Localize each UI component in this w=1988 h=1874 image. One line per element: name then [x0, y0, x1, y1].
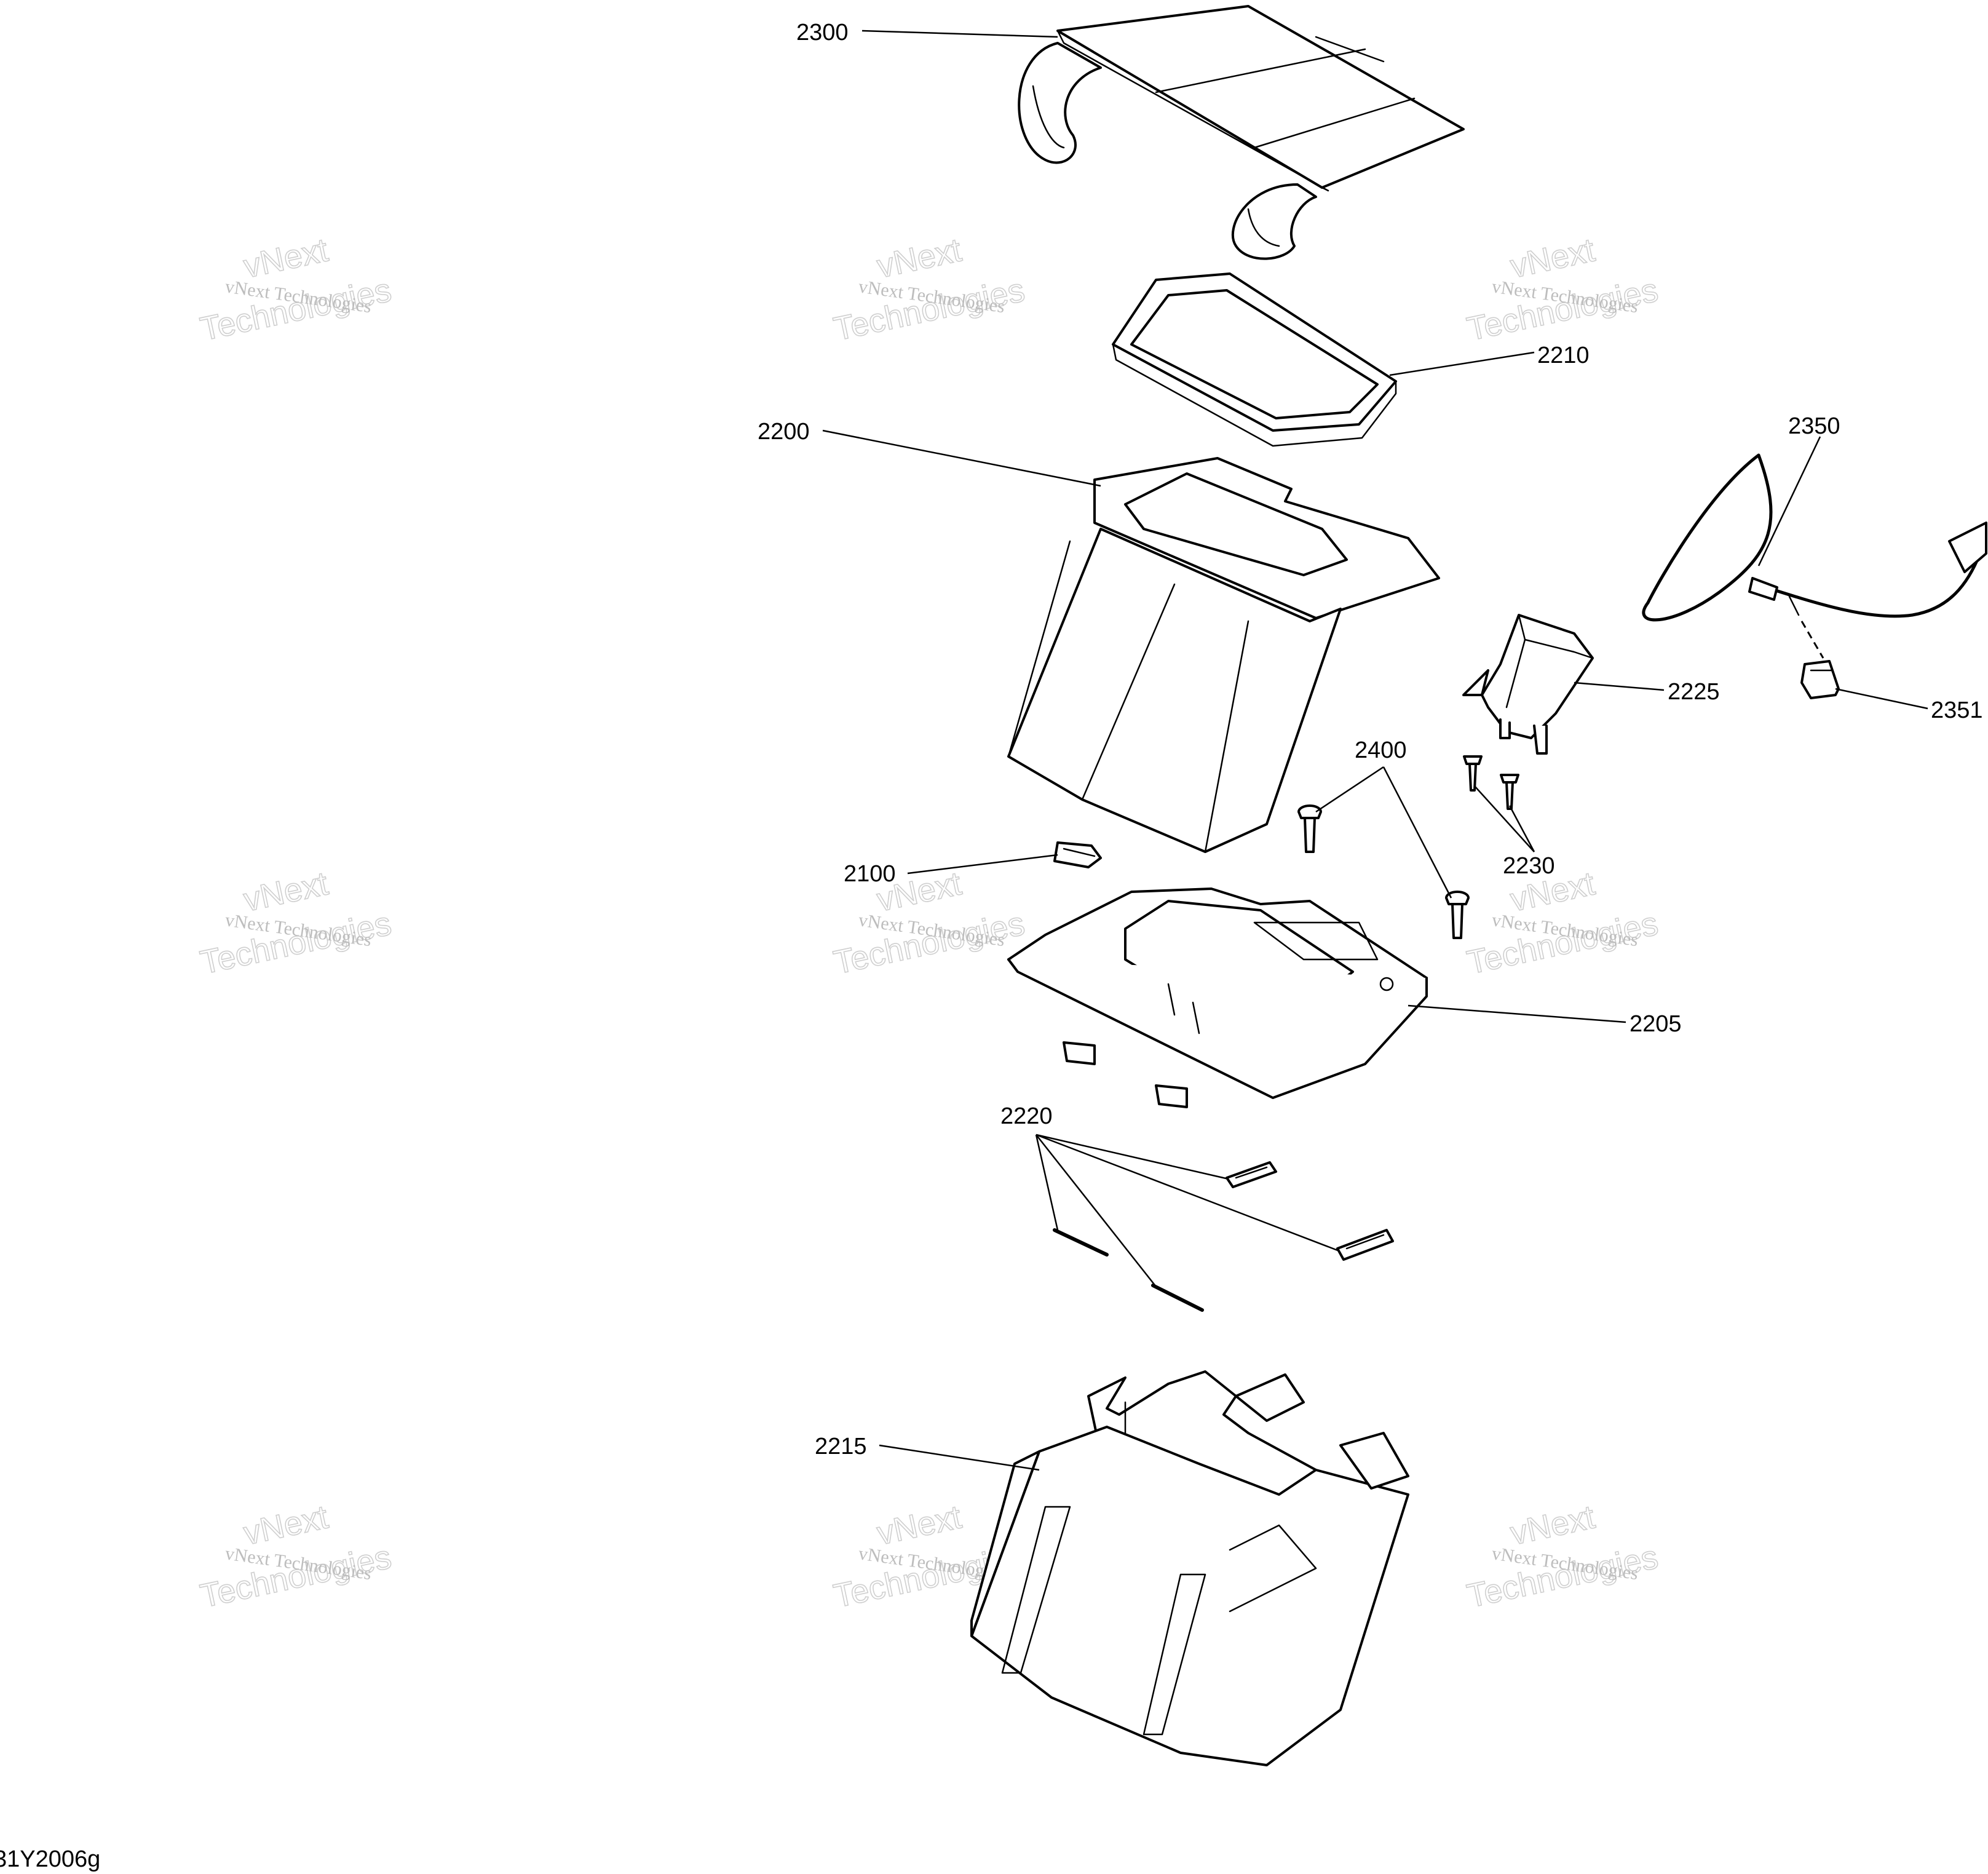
watermark: vNext Technologies vNext Technologies	[197, 231, 395, 349]
watermark: vNext Technologies vNext Technologies	[197, 1498, 395, 1616]
callout-labels: 2300 2210 2200 2350 2225 2351 2400 2230 …	[758, 20, 1983, 1459]
watermark: vNext Technologies vNext Technologies	[1463, 231, 1661, 349]
leader-2200	[822, 429, 1101, 487]
watermark-text: vNext	[874, 231, 965, 285]
leader-2220	[1036, 1134, 1157, 1287]
part-2230-screw	[1500, 774, 1519, 810]
part-2210-gasket	[1112, 272, 1397, 447]
part-2200-bin	[1007, 457, 1440, 853]
callout-2210: 2210	[1537, 343, 1590, 368]
watermark-text: vNext	[874, 1498, 965, 1552]
part-2215-bracket	[970, 1370, 1409, 1766]
leader-2400	[1382, 766, 1452, 899]
watermark-text: vNext	[1507, 1498, 1598, 1552]
watermark: vNext Technologies vNext Technologies	[830, 231, 1028, 349]
watermarks: vNext Technologies vNext Technologies vN…	[197, 231, 1661, 1616]
watermark: vNext Technologies vNext Technologies	[1463, 865, 1661, 982]
part-2220-strip	[1151, 1284, 1204, 1312]
watermark-text: vNext	[1507, 231, 1598, 285]
callout-2350: 2350	[1788, 413, 1840, 439]
leader-2100	[907, 854, 1058, 875]
watermark: vNext Technologies vNext Technologies	[1463, 1498, 1661, 1616]
watermark: vNext Technologies vNext Technologies	[197, 865, 395, 982]
leader-2230	[1508, 805, 1535, 852]
leader-2300	[861, 30, 1058, 38]
callout-2300: 2300	[796, 20, 849, 46]
part-2400-rivet	[1445, 891, 1470, 939]
part-2220-strip	[1226, 1161, 1277, 1188]
callout-2220: 2220	[1000, 1103, 1053, 1129]
part-2205-tray	[1007, 887, 1428, 1108]
drawing-reference: 31Y2006g	[0, 1846, 100, 1872]
leader-2351	[1835, 688, 1928, 710]
leader-2220	[1036, 1134, 1340, 1252]
part-2400-rivet	[1297, 804, 1322, 853]
callout-2205: 2205	[1630, 1011, 1682, 1037]
callout-2225: 2225	[1668, 679, 1720, 705]
part-2230-screw	[1463, 755, 1483, 792]
leader-2210	[1389, 351, 1535, 376]
part-2350-cable	[1642, 453, 1987, 659]
part-2220-strip	[1053, 1228, 1109, 1257]
leader-2400	[1315, 766, 1384, 813]
watermark-text: vNext	[240, 231, 331, 285]
callout-2351: 2351	[1931, 697, 1983, 723]
leader-2350	[1757, 436, 1821, 566]
watermark-text: vNext	[240, 1498, 331, 1552]
callout-2215: 2215	[815, 1434, 867, 1459]
callout-2230: 2230	[1503, 853, 1555, 879]
watermark-text: vNext	[240, 865, 331, 918]
leader-2215	[879, 1444, 1040, 1471]
part-2300-lid	[1018, 5, 1465, 260]
callout-2100: 2100	[844, 861, 896, 887]
leader-2205	[1408, 1004, 1626, 1023]
callout-2200: 2200	[758, 419, 810, 445]
leader-2230	[1474, 785, 1535, 852]
part-2351-clip	[1800, 660, 1840, 699]
leader-2220	[1035, 1134, 1059, 1231]
leader-2225	[1574, 681, 1665, 691]
leader-2220	[1036, 1134, 1229, 1180]
part-2100-grommet	[1053, 841, 1102, 868]
callout-2400: 2400	[1355, 737, 1407, 763]
part-2225-latch	[1462, 614, 1594, 755]
part-2220-strip	[1336, 1229, 1394, 1261]
leader-lines	[822, 30, 1928, 1471]
